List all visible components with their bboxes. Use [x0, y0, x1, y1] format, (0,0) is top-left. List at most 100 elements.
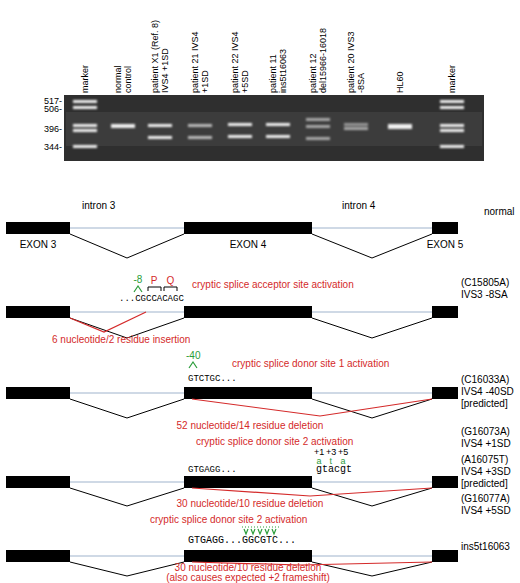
row-label: normal [484, 206, 515, 218]
exon-box: EXON 5 [432, 222, 458, 234]
site-caret [134, 286, 142, 292]
normal-splice-line [312, 318, 432, 338]
lane-label: patient 11 ins5t16063 [268, 15, 288, 93]
intron-line [70, 482, 184, 483]
sequence: ...CGCCACAGC [119, 294, 184, 304]
insertion-mark [258, 529, 262, 534]
gel-band [266, 135, 290, 138]
size-marker: 506- [44, 104, 62, 114]
exon-label: EXON 5 [427, 239, 464, 250]
gel-band [306, 118, 330, 121]
gel-band [228, 123, 252, 126]
lane-label: patient X1 (Ref. 8) IVS4 +1SD [150, 15, 170, 93]
gel-band [440, 100, 464, 103]
intron-line [70, 228, 184, 229]
change-note: 30 nucleotide/10 residue deletion (also … [165, 563, 331, 583]
exon-block [184, 306, 312, 318]
exon-block [6, 476, 70, 488]
normal-splice-line [70, 399, 184, 418]
intron-line [70, 393, 184, 394]
intron-label: intron 3 [82, 200, 115, 212]
exon-block [184, 387, 312, 399]
change-note: 52 nucleotide/14 residue deletion [177, 420, 324, 432]
gel-band [73, 145, 97, 148]
insertion-mark [265, 529, 269, 534]
gel-band [306, 125, 330, 128]
insertion-mark [272, 529, 276, 534]
exon-label: EXON 4 [230, 239, 267, 250]
lane-label: patient 20 IVS3 -8SA [346, 15, 366, 93]
gel-band [344, 123, 368, 126]
position-number: +5 [338, 447, 348, 457]
gel-band [188, 136, 212, 139]
gel-image [64, 95, 484, 161]
gel-band [148, 136, 172, 139]
gel-band [73, 106, 97, 109]
gel-band [306, 137, 330, 140]
position-number: +3 [326, 447, 336, 457]
change-note: 6 nucleotide/2 residue insertion [52, 334, 190, 346]
lane-label: normal control [113, 53, 133, 93]
mutation-label: (G16077A) IVS4 +5SD [461, 493, 520, 517]
annotation: cryptic splice donor site 1 activation [232, 358, 389, 370]
gel-band [148, 124, 172, 127]
intron-line [312, 556, 432, 557]
exon-block [432, 387, 458, 399]
intron-label: intron 4 [342, 200, 375, 212]
position-number: +1 [314, 447, 324, 457]
intron-line [312, 482, 432, 483]
sequence: GTCTGC... [188, 374, 237, 384]
size-marker: 344- [44, 142, 62, 152]
lane-label: marker [447, 15, 457, 93]
gel-band [388, 124, 412, 129]
mutation-label: ins5t16063 [461, 541, 510, 553]
mutation-label: (C15805A) IVS3 -8SA [461, 277, 520, 301]
exon-block [184, 550, 312, 562]
gel-band [344, 127, 368, 130]
change-note: 30 nucleotide/10 residue deletion [177, 498, 324, 510]
splice-line [70, 234, 184, 258]
size-marker: 396- [44, 124, 62, 134]
exon-block [6, 550, 70, 562]
annotation: cryptic splice donor site 2 activation [196, 436, 353, 448]
exon-block [432, 306, 458, 318]
exon-block [6, 387, 70, 399]
aberrant-splice-line [70, 312, 146, 332]
insertion-mark [251, 529, 255, 534]
lane-label: patient 12 del15966-16018 [308, 15, 328, 93]
lane-label: marker [80, 15, 90, 93]
mutation-label: (A16075T) IVS4 +3SD [predicted] [461, 454, 520, 490]
intron-line [312, 312, 432, 313]
gel-band [228, 135, 252, 138]
exon-block [184, 476, 312, 488]
gel-band [440, 106, 464, 109]
exon-box: EXON 4 [184, 222, 312, 234]
sequence: GTGAGG... [188, 465, 237, 475]
intron-line [70, 312, 184, 313]
gel-band [73, 129, 97, 132]
exon-block [432, 550, 458, 562]
lane-label: HL60 [395, 15, 405, 93]
insertion-dots [242, 526, 280, 527]
position-number: -40 [186, 350, 200, 362]
normal-splice-line [70, 488, 184, 506]
codon-bracket [148, 287, 161, 291]
lane-label: patient 22 IVS4 +5SD [230, 15, 250, 93]
lane-label: patient 21 IVS4 +1SD [190, 15, 210, 93]
site-caret [189, 362, 197, 368]
insertion-mark [244, 529, 248, 534]
gel-band [73, 100, 97, 103]
gel-band [440, 129, 464, 132]
codon-bracket [164, 287, 177, 291]
gel-band [188, 124, 212, 127]
aberrant-splice-line [192, 488, 432, 496]
gel-band [440, 145, 464, 148]
intron-line [312, 228, 432, 229]
amino-acid: Q [167, 275, 175, 287]
gel-band [73, 124, 97, 127]
exon-box: EXON 3 [6, 222, 70, 234]
gel-band [266, 123, 290, 126]
